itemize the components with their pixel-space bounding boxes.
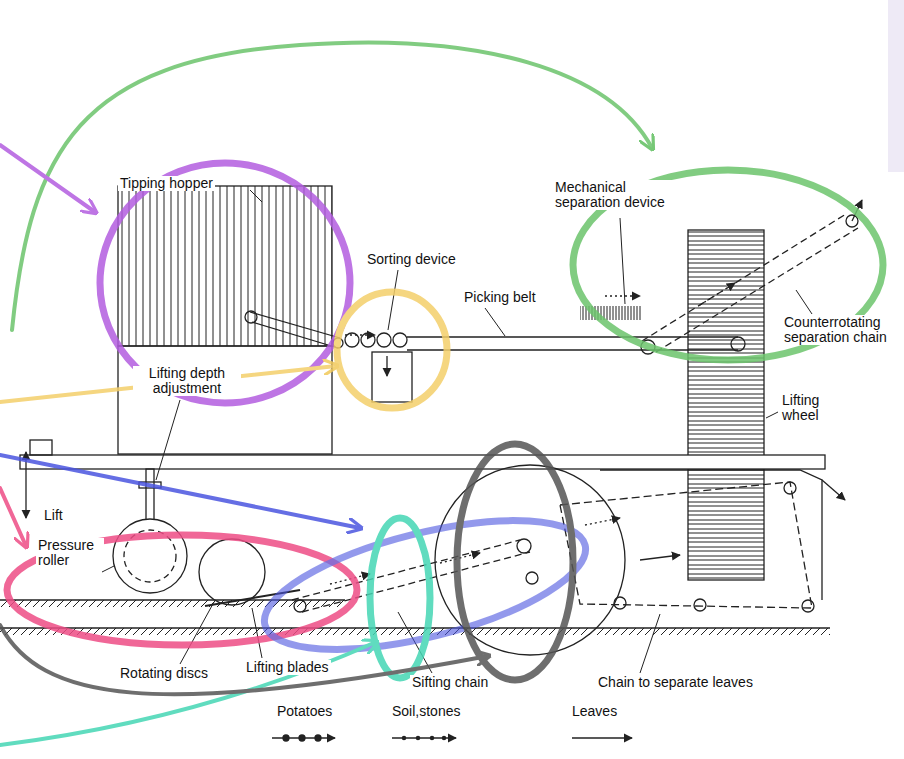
roller [802,600,814,612]
roller [526,572,538,584]
part-label: Rotating discs [118,666,210,681]
leader-line [252,608,262,658]
legend-text: Potatoes [275,704,334,719]
teal-ring [370,518,430,678]
grey-ring [457,444,573,680]
leader-line [485,308,505,336]
legend-text: Leaves [570,704,619,719]
legend-samples [272,735,632,741]
part-label: Sifting chain [410,675,490,690]
soil-dot [402,736,405,739]
part-label: Pressure roller [36,538,104,568]
legend-line-leaves [572,737,632,738]
leader-line [156,400,180,480]
soil-dot [416,736,419,739]
potato-dot [283,735,289,741]
roller [614,597,626,609]
potato-flow [700,283,735,305]
part-label: Sorting device [365,252,458,267]
part-label: Picking belt [462,290,538,305]
leaves-chain [560,482,812,608]
leader-line [250,190,262,202]
legend-line-soil [392,737,456,738]
frame [600,470,822,600]
sorting-roller [393,333,407,347]
rotating-disc [199,539,265,605]
lifting-wheel [688,230,764,580]
part-label: Counterrotating separation chain [782,315,900,345]
leader-line [620,218,625,304]
legend-text: Soil,stones [390,704,462,719]
roller [694,599,706,611]
blue-arrow [0,455,360,528]
part-label: Lift [42,508,65,523]
chassis-beam [20,455,825,469]
leader-line [796,290,812,314]
pressure-roller [113,519,187,593]
part-label: Lifting blades [244,660,331,675]
part-label: Lifting depth adjustment [133,366,241,396]
potato-flow [585,518,620,525]
part-label: Tipping hopper [118,176,215,191]
leaves-flow [640,555,680,560]
potato-flow [345,334,375,335]
potato-dot [315,735,321,741]
leader-line [640,614,660,673]
purple-arrow [0,145,95,212]
potato-flow [605,295,640,296]
soil-dot [442,736,445,739]
ground-hatch [0,628,830,635]
drop-arrow [386,356,387,376]
part-label: Chain to separate leaves [596,675,755,690]
roller [294,600,306,612]
hopper-body [118,186,332,346]
sifting-chain [292,540,530,612]
soil-dot [430,736,433,739]
hopper-conveyor [250,312,340,348]
part-label: Lifting wheel [780,393,842,423]
pink-ring [7,535,357,645]
roller [245,311,257,323]
sorting-roller [361,333,375,347]
potato-dot [299,735,305,741]
leader-line [180,602,214,664]
leaves-exit [822,480,845,500]
leader-line [388,270,398,330]
roller [784,482,796,494]
pink-arrow [0,488,26,546]
ground-line [0,627,830,628]
sorting-roller [377,333,391,347]
yellow-ring [337,292,447,408]
roller [517,539,531,553]
slide-strip [888,0,904,172]
soil-surface [0,600,345,607]
yellow-arrow [0,366,336,402]
highlight-annotations [0,42,883,745]
hitch-box [30,440,52,455]
part-label: Mechanical separation device [553,180,679,210]
sorting-box [372,352,412,402]
leader-line [766,412,778,418]
